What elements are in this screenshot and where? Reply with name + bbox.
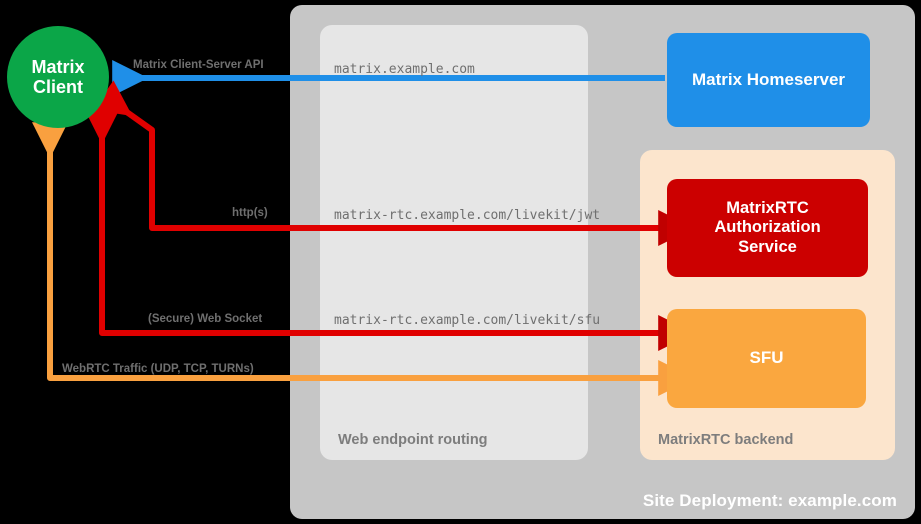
label-secure-web-socket: (Secure) Web Socket xyxy=(148,313,263,325)
matrix-homeserver-label: Matrix Homeserver xyxy=(691,69,846,89)
web-endpoint-routing-zone: Web endpoint routing xyxy=(320,25,588,460)
matrix-client-label-line2: Client xyxy=(32,77,83,97)
node-matrix-homeserver[interactable]: Matrix Homeserver xyxy=(667,33,870,127)
node-matrix-client[interactable]: Matrix Client xyxy=(7,26,109,128)
matrixrtc-backend-label: MatrixRTC backend xyxy=(658,432,794,448)
matrix-client-label-line1: Matrix xyxy=(31,56,85,77)
label-https: http(s) xyxy=(232,207,268,219)
auth-service-label-line2: Authorization xyxy=(714,218,821,237)
node-sfu[interactable]: SFU xyxy=(667,309,866,408)
auth-service-label-line3: Service xyxy=(738,237,797,256)
endpoint-matrix-example-com: matrix.example.com xyxy=(334,62,475,77)
endpoint-livekit-sfu: matrix-rtc.example.com/livekit/sfu xyxy=(334,313,601,328)
label-matrix-client-server-api: Matrix Client-Server API xyxy=(133,59,264,71)
sfu-label: SFU xyxy=(749,348,784,368)
endpoint-livekit-jwt: matrix-rtc.example.com/livekit/jwt xyxy=(334,208,601,223)
label-webrtc-traffic: WebRTC Traffic (UDP, TCP, TURNs) xyxy=(62,363,254,375)
web-endpoint-routing-label: Web endpoint routing xyxy=(338,432,488,448)
node-matrixrtc-authorization-service[interactable]: MatrixRTC Authorization Service xyxy=(667,179,868,277)
site-deployment-label: Site Deployment: example.com xyxy=(642,491,897,510)
auth-service-label-line1: MatrixRTC xyxy=(726,198,809,217)
